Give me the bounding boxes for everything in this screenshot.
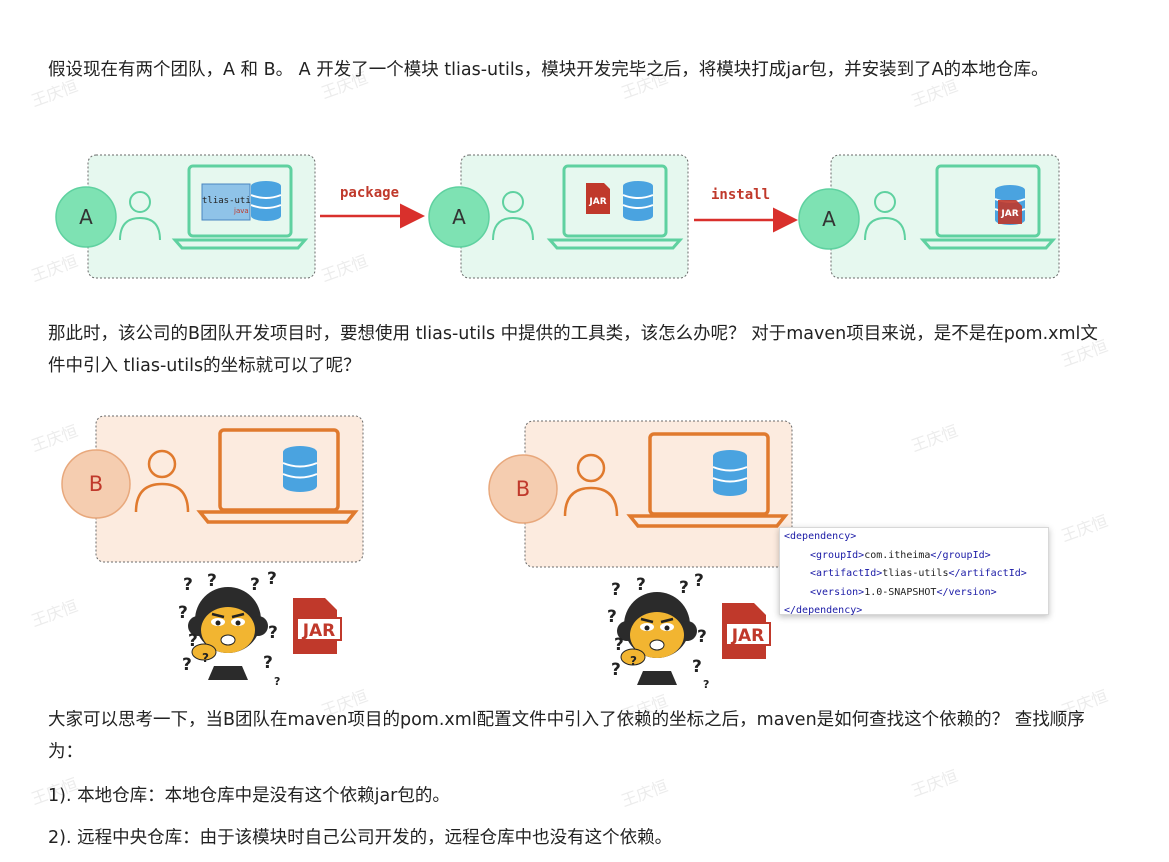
svg-text:?: ?: [697, 627, 707, 647]
svg-text:?: ?: [607, 607, 617, 627]
paragraph-intro: 假设现在有两个团队，A 和 B。 A 开发了一个模块 tlias-utils，模…: [48, 60, 1049, 80]
svg-text:tlias-utils: tlias-utils: [202, 196, 262, 206]
svg-text:?: ?: [611, 580, 621, 600]
jar-icon-left: JAR: [292, 597, 342, 655]
dependency-xml-snippet: <dependency> <groupId>com.itheima</group…: [779, 527, 1049, 616]
package-arrow: package: [320, 185, 425, 229]
svg-text:B: B: [89, 472, 103, 496]
team-b-box-left: B: [61, 415, 364, 563]
svg-text:package: package: [340, 185, 399, 201]
svg-text:JAR: JAR: [1000, 209, 1018, 219]
svg-text:?: ?: [703, 678, 709, 691]
svg-text:JAR: JAR: [588, 197, 606, 207]
paragraph-local-repo: 1). 本地仓库：本地仓库中是没有这个依赖jar包的。: [48, 786, 450, 806]
svg-text:?: ?: [178, 603, 188, 623]
svg-text:JAR: JAR: [302, 621, 336, 641]
question-marks-left: ??? ??? ??? ??: [178, 569, 280, 688]
team-a-box-2: A JAR: [428, 154, 689, 279]
team-a-box-3: A JAR: [798, 154, 1060, 279]
svg-text:?: ?: [207, 571, 217, 591]
svg-text:JAR: JAR: [731, 626, 765, 646]
svg-text:?: ?: [611, 660, 621, 680]
svg-text:A: A: [822, 207, 836, 231]
svg-text:?: ?: [694, 571, 704, 591]
svg-text:?: ?: [267, 569, 277, 589]
svg-text:A: A: [452, 205, 466, 229]
svg-text:?: ?: [636, 575, 646, 595]
paragraph-question: 那此时，该公司的B团队开发项目时，要想使用 tlias-utils 中提供的工具…: [48, 324, 1098, 376]
figure-team-a-package-install: A tlias-utils java package A JAR install…: [55, 154, 1060, 279]
svg-text:B: B: [516, 477, 530, 501]
confused-monkey-right: [615, 590, 699, 687]
svg-text:install: install: [711, 187, 770, 203]
svg-text:?: ?: [250, 575, 260, 595]
svg-text:?: ?: [263, 653, 273, 673]
svg-text:?: ?: [630, 654, 637, 668]
svg-text:?: ?: [202, 651, 209, 665]
svg-text:?: ?: [274, 675, 280, 688]
team-b-box-right: B: [488, 420, 793, 568]
jar-icon-right: JAR: [721, 602, 771, 660]
confused-monkey-left: [186, 585, 270, 682]
svg-text:A: A: [79, 205, 93, 229]
svg-text:?: ?: [692, 657, 702, 677]
svg-text:java: java: [233, 207, 249, 215]
figure-team-b: B ??? ??? ??? ?? JAR B ??? ??? ??? ??: [61, 415, 793, 691]
team-a-box-1: A tlias-utils java: [55, 154, 316, 279]
paragraph-central-repo: 2). 远程中央仓库：由于该模块时自己公司开发的，远程仓库中也没有这个依赖。: [48, 828, 673, 848]
svg-text:?: ?: [268, 623, 278, 643]
install-arrow: install: [694, 187, 798, 233]
svg-text:?: ?: [183, 575, 193, 595]
svg-text:?: ?: [679, 578, 689, 598]
question-marks-right: ??? ??? ??? ??: [607, 571, 709, 691]
svg-text:?: ?: [182, 655, 192, 675]
svg-text:?: ?: [188, 631, 198, 651]
svg-text:?: ?: [614, 635, 624, 655]
paragraph-lookup-order: 大家可以思考一下，当B团队在maven项目的pom.xml配置文件中引入了依赖的…: [48, 710, 1085, 762]
